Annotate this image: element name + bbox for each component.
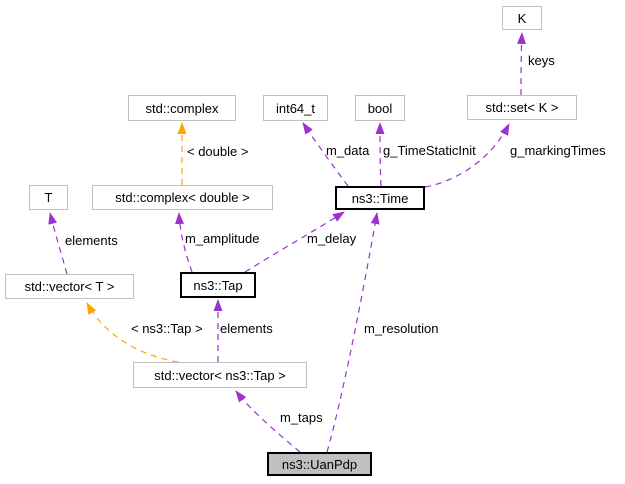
node-std-complex[interactable]: std::complex (128, 95, 236, 121)
node-std-vector-t[interactable]: std::vector< T > (5, 274, 134, 299)
edge-label-elements-tap: elements (220, 321, 273, 336)
node-bool-label: bool (367, 100, 393, 116)
edge-label-elements-t: elements (65, 233, 118, 248)
edge-label-m-resolution: m_resolution (364, 321, 439, 336)
node-std-vector-ns3-tap[interactable]: std::vector< ns3::Tap > (133, 362, 307, 388)
node-ns3-tap-label: ns3::Tap (193, 277, 243, 293)
node-std-vector-ns3-tap-label: std::vector< ns3::Tap > (154, 367, 286, 383)
edge-g-marking-times (424, 123, 510, 188)
node-std-complex-double-label: std::complex< double > (115, 190, 250, 205)
node-ns3-uanpdp-label: ns3::UanPdp (281, 456, 358, 472)
edge-label-m-taps: m_taps (280, 410, 323, 425)
edge-label-template-double: < double > (187, 144, 249, 159)
node-int64-t: int64_t (263, 95, 328, 121)
node-std-complex-double[interactable]: std::complex< double > (92, 185, 273, 210)
node-ns3-time-label: ns3::Time (351, 190, 409, 206)
edge-label-m-delay: m_delay (307, 231, 357, 246)
node-ns3-time[interactable]: ns3::Time (335, 186, 425, 210)
edge-label-template-tap: < ns3::Tap > (131, 321, 203, 336)
edge-g-time-static-init (375, 122, 385, 187)
edge-label-m-data: m_data (326, 143, 370, 158)
node-k: K (502, 6, 542, 30)
edge-m-amplitude (175, 212, 193, 273)
node-ns3-tap[interactable]: ns3::Tap (180, 272, 256, 298)
edge-label-keys: keys (528, 53, 555, 68)
node-ns3-uanpdp: ns3::UanPdp (267, 452, 372, 476)
node-t: T (29, 185, 68, 210)
edge-label-g-marking-times: g_markingTimes (510, 143, 606, 158)
node-std-set-k[interactable]: std::set< K > (467, 95, 577, 120)
node-std-vector-t-label: std::vector< T > (24, 279, 115, 294)
node-std-set-k-label: std::set< K > (485, 100, 559, 115)
node-int64-t-label: int64_t (275, 100, 316, 116)
edge-label-m-amplitude: m_amplitude (185, 231, 260, 246)
node-bool: bool (355, 95, 405, 121)
node-std-complex-label: std::complex (145, 100, 219, 116)
edge-keys (517, 32, 526, 96)
edge-m-resolution (326, 212, 380, 453)
node-t-label: T (44, 190, 53, 205)
node-k-label: K (517, 10, 527, 26)
edge-m-taps (235, 390, 301, 453)
edge-m-delay (244, 211, 345, 273)
edge-label-g-time-static-init: g_TimeStaticInit (383, 143, 476, 158)
edge-elements-t (48, 212, 68, 275)
edge-m-data (302, 122, 349, 187)
